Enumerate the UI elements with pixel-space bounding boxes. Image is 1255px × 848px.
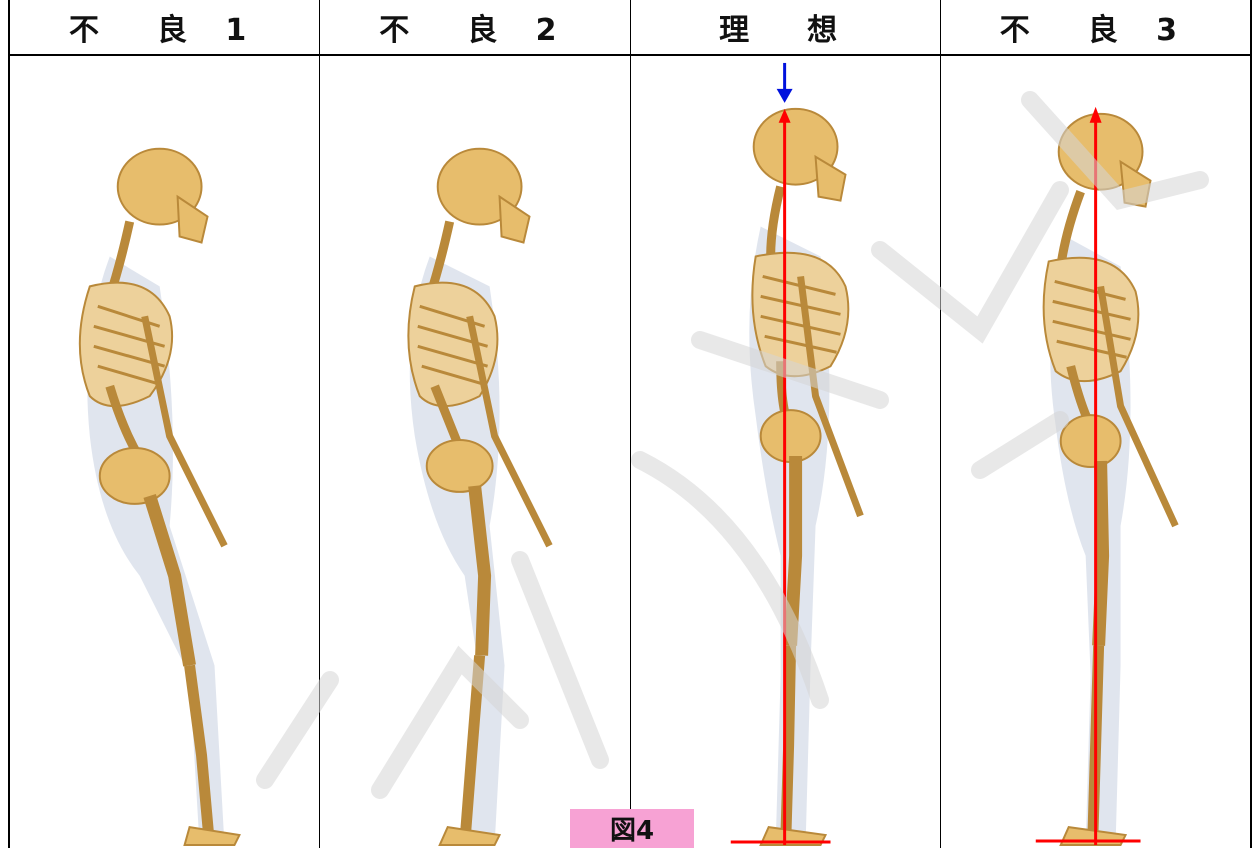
skeleton-bad-1-drawing [10,56,319,848]
posture-comparison-table: 不 良 1 [8,0,1252,848]
skeleton-bad-2-icon [320,56,629,848]
column-ideal: 理 想 [631,0,941,848]
column-header-ideal: 理 想 [631,0,940,56]
column-bad-2: 不 良 2 [320,0,630,848]
column-header-bad-3: 不 良 3 [941,0,1250,56]
skeleton-bad-3-drawing [941,56,1250,848]
skeleton-ideal-icon [631,56,940,848]
downward-arrow-icon [776,63,792,103]
skeleton-bad-2-drawing [320,56,629,848]
skeleton-ideal-drawing [631,56,940,848]
figure-label: 図4 [570,809,694,848]
column-bad-1: 不 良 1 [10,0,320,848]
column-header-bad-1: 不 良 1 [10,0,319,56]
skeleton-bad-1-icon [10,56,319,848]
column-bad-3: 不 良 3 [941,0,1250,848]
column-header-bad-2: 不 良 2 [320,0,629,56]
skeleton-bad-3-icon [941,56,1250,848]
